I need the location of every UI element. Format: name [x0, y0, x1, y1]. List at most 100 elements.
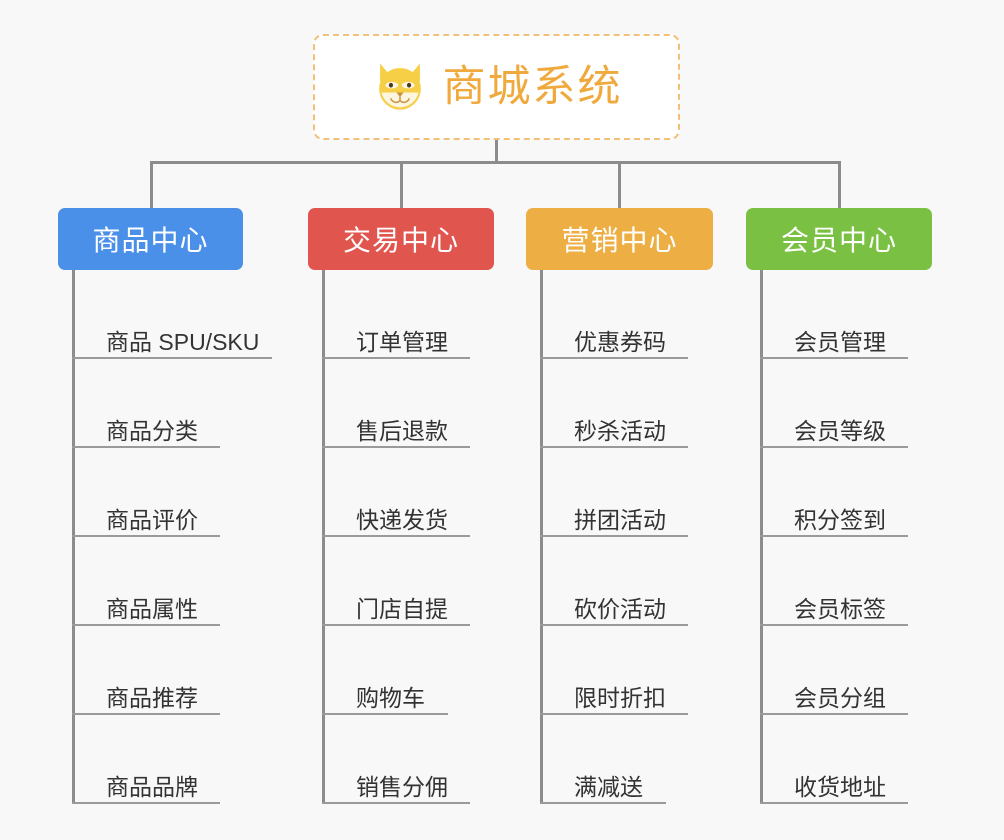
branch-column-3: 营销中心 优惠券码 秒杀活动 拼团活动 砍价活动 限时折扣 — [526, 208, 713, 804]
leaf-item[interactable]: 拼团活动 — [526, 448, 786, 537]
leaf-item[interactable]: 秒杀活动 — [526, 359, 786, 448]
leaf-label: 门店自提 — [356, 595, 448, 622]
leaf-item[interactable]: 商品分类 — [58, 359, 318, 448]
leaf-label: 秒杀活动 — [574, 417, 666, 444]
leaf-underline — [760, 446, 908, 448]
connector-drop-1 — [150, 161, 153, 208]
leaf-item[interactable]: 订单管理 — [308, 270, 568, 359]
connector-stem — [495, 140, 498, 163]
branch-spine-2 — [322, 270, 325, 804]
leaf-underline — [540, 446, 688, 448]
leaf-label: 满减送 — [574, 773, 643, 800]
leaf-underline — [540, 357, 688, 359]
leaf-underline — [322, 535, 470, 537]
branch-spine-4 — [760, 270, 763, 804]
leaf-underline — [322, 802, 470, 804]
leaf-label: 会员标签 — [794, 595, 886, 622]
leaf-label: 售后退款 — [356, 417, 448, 444]
leaf-label: 购物车 — [356, 684, 425, 711]
leaf-underline — [760, 713, 908, 715]
leaf-item[interactable]: 收货地址 — [746, 715, 1004, 804]
leaf-underline — [540, 713, 688, 715]
leaf-item[interactable]: 砍价活动 — [526, 537, 786, 626]
leaf-underline — [540, 802, 666, 804]
root-node-content: 商城系统 — [371, 58, 623, 116]
leaf-item[interactable]: 商品 SPU/SKU — [58, 270, 318, 359]
leaf-item[interactable]: 商品评价 — [58, 448, 318, 537]
leaf-item[interactable]: 售后退款 — [308, 359, 568, 448]
leaf-underline — [72, 446, 220, 448]
leaf-underline — [760, 624, 908, 626]
leaf-label: 商品 SPU/SKU — [106, 328, 260, 355]
leaf-label: 拼团活动 — [574, 506, 666, 533]
leaf-underline — [72, 624, 220, 626]
leaf-label: 商品属性 — [106, 595, 198, 622]
leaf-underline — [322, 713, 448, 715]
leaf-item[interactable]: 会员标签 — [746, 537, 1004, 626]
leaf-underline — [72, 535, 220, 537]
leaf-list-4: 会员管理 会员等级 积分签到 会员标签 会员分组 收货地址 — [746, 270, 1004, 804]
leaf-item[interactable]: 门店自提 — [308, 537, 568, 626]
leaf-underline — [322, 357, 470, 359]
leaf-list-1: 商品 SPU/SKU 商品分类 商品评价 商品属性 商品推荐 商品品牌 — [58, 270, 318, 804]
leaf-label: 订单管理 — [356, 328, 448, 355]
branch-spine-3 — [540, 270, 543, 804]
leaf-label: 销售分佣 — [356, 773, 448, 800]
category-label: 会员中心 — [780, 225, 897, 256]
category-label: 商品中心 — [92, 225, 209, 256]
leaf-item[interactable]: 会员管理 — [746, 270, 1004, 359]
leaf-underline — [322, 624, 470, 626]
leaf-item[interactable]: 商品品牌 — [58, 715, 318, 804]
root-title: 商城系统 — [442, 62, 623, 111]
category-label: 营销中心 — [561, 225, 678, 256]
leaf-item[interactable]: 积分签到 — [746, 448, 1004, 537]
leaf-underline — [760, 802, 908, 804]
leaf-label: 砍价活动 — [574, 595, 666, 622]
branch-column-2: 交易中心 订单管理 售后退款 快递发货 门店自提 购物车 — [308, 208, 494, 804]
connector-drop-4 — [838, 161, 841, 208]
leaf-label: 商品评价 — [106, 506, 198, 533]
leaf-item[interactable]: 满减送 — [526, 715, 786, 804]
connector-drop-3 — [618, 161, 621, 208]
branch-spine-1 — [72, 270, 75, 804]
branch-column-4: 会员中心 会员管理 会员等级 积分签到 会员标签 会员分组 — [746, 208, 932, 804]
leaf-underline — [540, 535, 688, 537]
leaf-item[interactable]: 限时折扣 — [526, 626, 786, 715]
leaf-label: 优惠券码 — [574, 328, 666, 355]
leaf-underline — [760, 535, 908, 537]
leaf-label: 会员等级 — [794, 417, 886, 444]
category-label: 交易中心 — [342, 225, 459, 256]
shiba-dog-face-icon — [378, 63, 421, 112]
leaf-label: 商品品牌 — [106, 773, 198, 800]
category-node-marketing[interactable]: 营销中心 — [526, 208, 713, 270]
leaf-underline — [72, 713, 220, 715]
branch-column-1: 商品中心 商品 SPU/SKU 商品分类 商品评价 商品属性 商品推荐 — [58, 208, 272, 804]
category-node-member[interactable]: 会员中心 — [746, 208, 932, 270]
connector-bar — [150, 161, 841, 164]
leaf-list-3: 优惠券码 秒杀活动 拼团活动 砍价活动 限时折扣 满减送 — [526, 270, 786, 804]
root-node[interactable]: 商城系统 — [313, 34, 680, 140]
leaf-label: 商品推荐 — [106, 684, 198, 711]
leaf-label: 快递发货 — [356, 506, 448, 533]
leaf-label: 积分签到 — [794, 506, 886, 533]
category-node-product[interactable]: 商品中心 — [58, 208, 243, 270]
leaf-item[interactable]: 优惠券码 — [526, 270, 786, 359]
leaf-underline — [760, 357, 908, 359]
leaf-item[interactable]: 会员等级 — [746, 359, 1004, 448]
leaf-label: 会员管理 — [794, 328, 886, 355]
leaf-label: 收货地址 — [794, 773, 886, 800]
leaf-item[interactable]: 销售分佣 — [308, 715, 568, 804]
leaf-label: 会员分组 — [794, 684, 886, 711]
leaf-label: 商品分类 — [106, 417, 198, 444]
leaf-underline — [72, 357, 272, 359]
leaf-item[interactable]: 商品属性 — [58, 537, 318, 626]
leaf-item[interactable]: 购物车 — [308, 626, 568, 715]
leaf-item[interactable]: 会员分组 — [746, 626, 1004, 715]
category-node-trade[interactable]: 交易中心 — [308, 208, 494, 270]
leaf-item[interactable]: 商品推荐 — [58, 626, 318, 715]
connector-drop-2 — [400, 161, 403, 208]
leaf-underline — [322, 446, 470, 448]
leaf-list-2: 订单管理 售后退款 快递发货 门店自提 购物车 销售分佣 — [308, 270, 568, 804]
leaf-item[interactable]: 快递发货 — [308, 448, 568, 537]
